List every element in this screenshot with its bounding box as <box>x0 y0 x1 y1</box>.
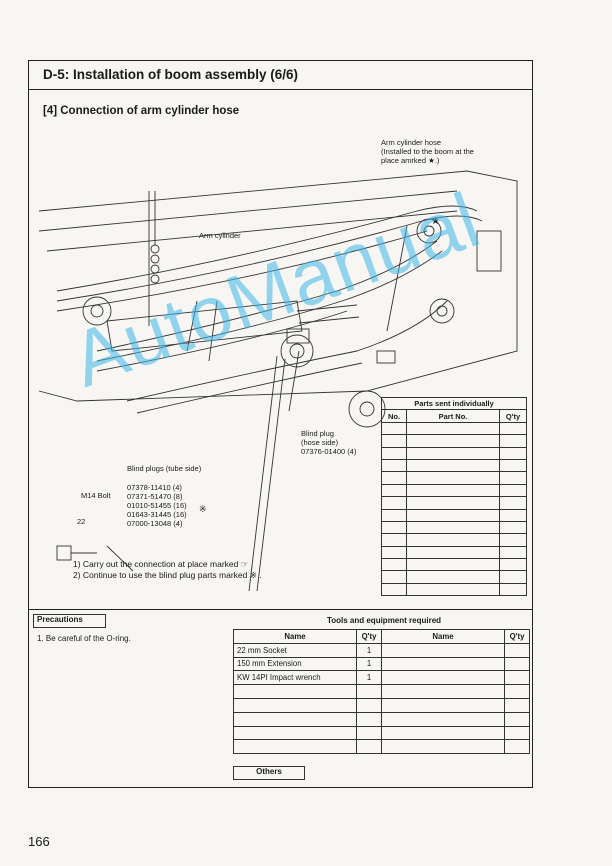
table-row <box>381 496 527 510</box>
tool-qty: 1 <box>356 670 382 686</box>
table-row <box>381 558 527 572</box>
tool-name: 22 mm Socket <box>233 642 357 658</box>
table-row <box>381 421 527 436</box>
col-part-no: Part No. <box>406 409 500 423</box>
table-row <box>233 725 530 741</box>
table-row <box>233 684 530 699</box>
others-box: Others <box>233 766 530 786</box>
table-row <box>381 458 527 473</box>
table-row: 150 mm Extension 1 <box>233 656 530 672</box>
tools-col-qty: Q'ty <box>356 629 382 644</box>
plug-part-list: 07378-11410 (4) 07371-51470 (8) 01010-51… <box>127 483 187 528</box>
tools-header: Tools and equipment required <box>326 616 442 625</box>
note-2: 2) Continue to use the blind plug parts … <box>73 570 262 580</box>
table-row: 22 mm Socket 1 <box>233 642 530 658</box>
parts-table-caption: Parts sent individually <box>381 396 527 411</box>
table-row <box>381 520 527 535</box>
tool-qty: 1 <box>356 656 382 672</box>
page-frame: D-5: Installation of boom assembly (6/6)… <box>28 60 533 788</box>
section-subtitle: [4] Connection of arm cylinder hose <box>43 105 240 117</box>
label-m14-bolt: M14 Bolt <box>81 491 111 500</box>
title-bar: D-5: Installation of boom assembly (6/6) <box>29 61 532 90</box>
boom-hose-diagram <box>38 170 518 591</box>
table-row <box>381 533 527 547</box>
col-qty: Q'ty <box>499 409 527 423</box>
table-row <box>233 697 530 713</box>
label-blind-plug-hose: Blind plug (hose side) 07376-01400 (4) <box>301 429 357 456</box>
table-row <box>233 711 530 727</box>
precautions-header: Precautions <box>33 614 106 628</box>
star-mark: ★ <box>431 216 440 227</box>
table-row: KW 14PI Impact wrench 1 <box>233 670 530 686</box>
label-arm-cylinder: Arm cylinder <box>199 231 241 240</box>
table-row <box>381 582 527 597</box>
page-number: 166 <box>28 834 50 849</box>
label-arm-cylinder-hose: Arm cylinder hose (Installed to the boom… <box>381 138 474 165</box>
label-size-22: 22 <box>77 517 86 526</box>
precaution-item: 1. Be careful of the O-ring. <box>37 634 131 643</box>
others-header: Others <box>233 766 305 780</box>
tool-name: KW 14PI Impact wrench <box>233 670 357 686</box>
table-row <box>381 545 527 560</box>
parts-sent-table: Parts sent individually No. Part No. Q't… <box>381 396 527 597</box>
tools-col-name-2: Name <box>381 629 505 644</box>
table-row <box>381 483 527 498</box>
table-row <box>381 434 527 448</box>
reuse-mark: ※ <box>199 504 207 514</box>
table-row <box>233 739 530 755</box>
table-row <box>381 471 527 485</box>
page-title: D-5: Installation of boom assembly (6/6) <box>43 67 299 82</box>
table-row <box>381 446 527 460</box>
tools-table: Name Q'ty Name Q'ty 22 mm Socket 1 150 m… <box>233 629 530 755</box>
note-1: 1) Carry out the connection at place mar… <box>73 559 254 569</box>
table-row <box>381 508 527 522</box>
tool-qty: 1 <box>356 642 382 658</box>
col-no: No. <box>381 409 407 423</box>
table-row <box>381 570 527 584</box>
tools-col-qty-2: Q'ty <box>504 629 530 644</box>
tool-name: 150 mm Extension <box>233 656 357 672</box>
label-blind-plugs-tube: Blind plugs (tube side) <box>127 464 202 473</box>
instruction-notes: 1) Carry out the connection at place mar… <box>73 559 262 581</box>
tools-col-name: Name <box>233 629 357 644</box>
bottom-section: Precautions 1. Be careful of the O-ring.… <box>29 609 532 788</box>
